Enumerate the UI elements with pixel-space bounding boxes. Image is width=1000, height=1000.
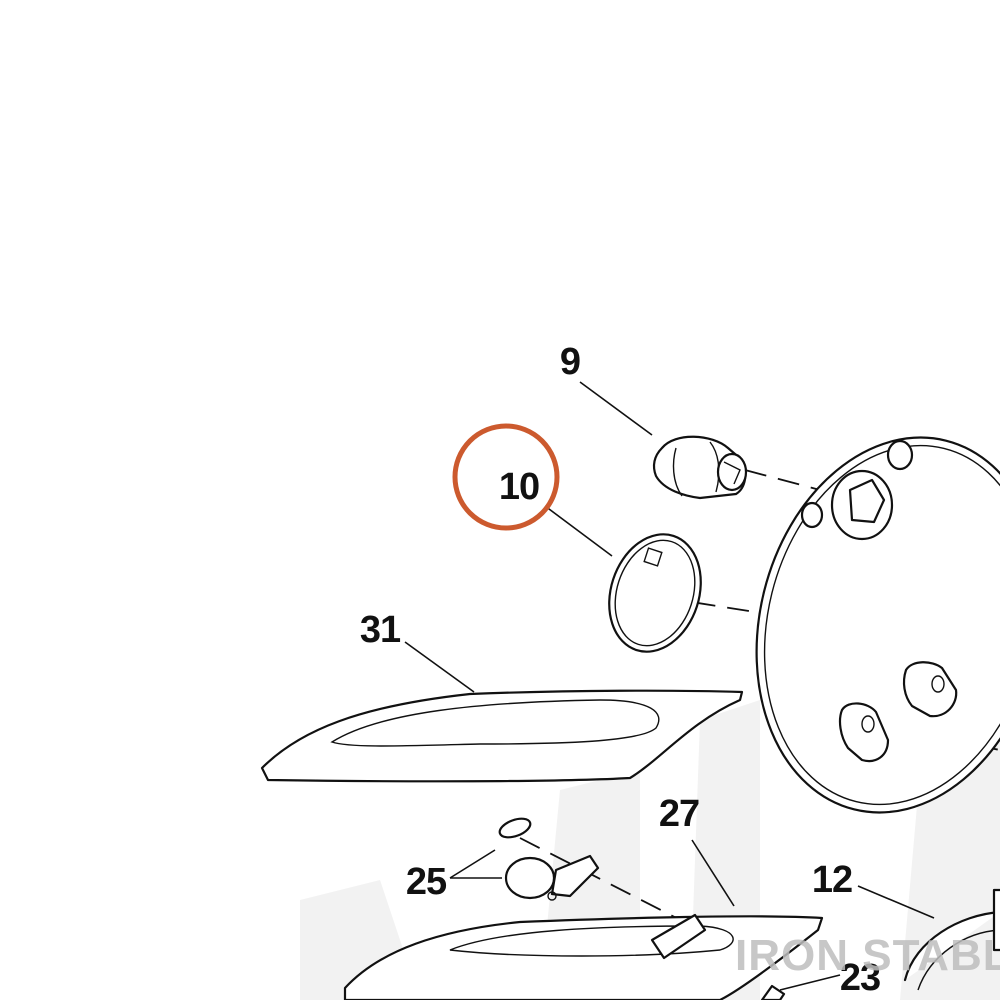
part-10-disc — [608, 533, 702, 653]
part-27-lower-panel — [343, 913, 824, 1000]
highlight-circle — [452, 423, 560, 531]
part-31-emblem-panel — [260, 689, 744, 783]
callout-9: 9 — [560, 341, 580, 383]
callout-12: 12 — [812, 859, 852, 901]
callout-25: 25 — [406, 861, 447, 903]
watermark-text: IRON STABLE — [735, 931, 1000, 980]
leader-lines — [404, 381, 935, 991]
part-12-rim — [903, 888, 1000, 991]
part-9-fastener — [652, 435, 748, 500]
part-25-clip — [498, 817, 600, 901]
callout-31: 31 — [360, 609, 401, 651]
callout-27: 27 — [659, 793, 699, 835]
round-cover-plate — [755, 436, 1000, 814]
callout-23: 23 — [840, 957, 880, 999]
callout-10: 10 — [499, 466, 539, 508]
callout-labels: 9 10 31 27 25 12 23 — [360, 341, 881, 999]
part-23-piece — [760, 984, 786, 1000]
